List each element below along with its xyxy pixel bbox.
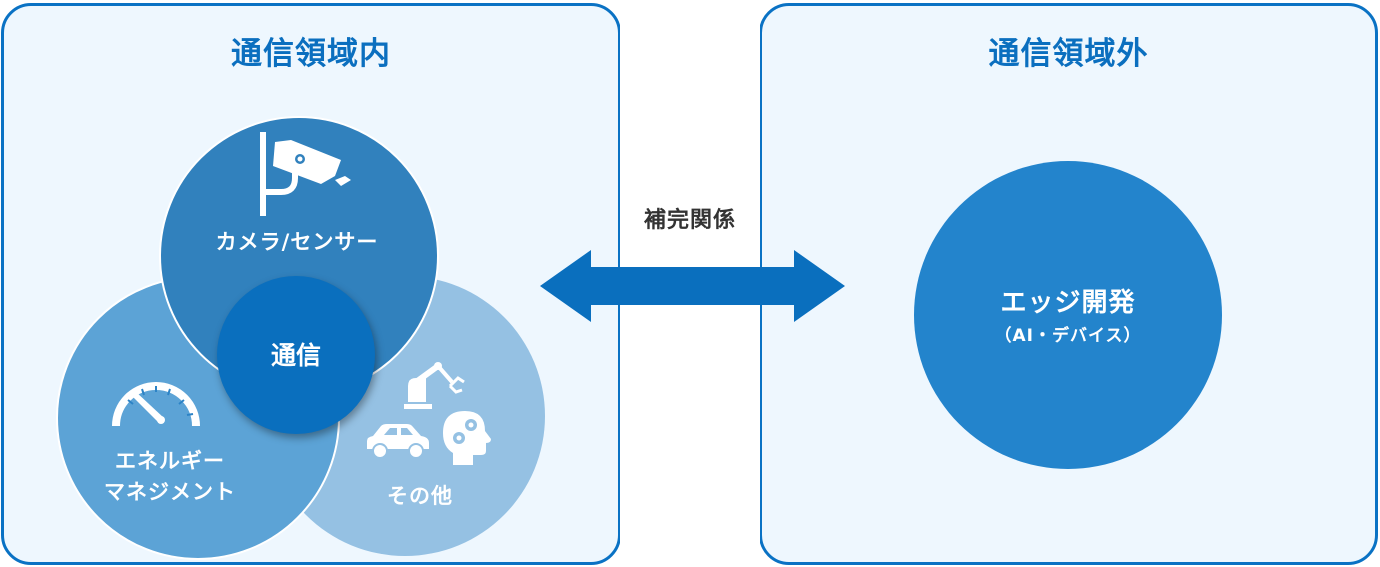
label-other: その他 <box>387 484 453 508</box>
panel-title-inside: 通信領域内 <box>231 36 391 72</box>
label-energy-line1: エネルギー <box>115 449 225 473</box>
robot-arm-icon <box>404 362 465 409</box>
label-energy-line2: マネジメント <box>104 480 236 504</box>
label-camera-sensor: カメラ/センサー <box>215 230 379 254</box>
label-edge-development: エッジ開発 <box>1000 288 1136 318</box>
double-arrow-icon <box>540 250 845 322</box>
panel-title-outside: 通信領域外 <box>988 36 1149 72</box>
circle-edge-development <box>914 161 1222 469</box>
label-communication: 通信 <box>270 341 321 370</box>
speedometer-icon <box>112 382 200 427</box>
label-edge-sub: （AI・デバイス） <box>994 326 1142 346</box>
security-camera-icon <box>260 132 351 216</box>
car-icon <box>367 424 429 459</box>
relation-label: 補完関係 <box>643 208 736 233</box>
circle-communication <box>217 276 375 434</box>
head-gears-icon <box>443 411 491 465</box>
